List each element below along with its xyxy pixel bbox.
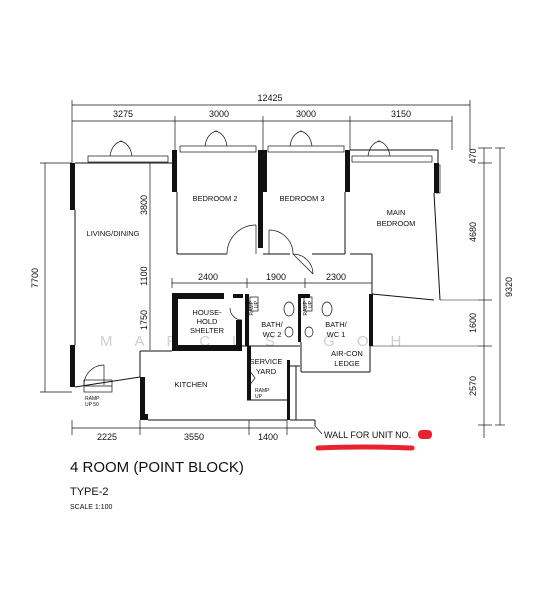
dim-left-inner-2: 1100 — [139, 266, 149, 285]
label-bath-wc1-1: BATH/ — [325, 320, 347, 329]
dim-top-4: 3150 — [391, 109, 411, 119]
title-block: 4 ROOM (POINT BLOCK) TYPE-2 SCALE 1:100 — [70, 459, 244, 511]
label-household-shelter-2: HOLD — [197, 317, 218, 326]
window-sashes — [109, 130, 391, 157]
doors — [83, 224, 314, 393]
redaction-mark — [418, 430, 432, 439]
dim-left-inner-1: 3800 — [139, 195, 149, 215]
dim-top-3: 3000 — [296, 109, 316, 119]
label-household-shelter-1: HOUSE- — [192, 308, 222, 317]
ramp-label-wc1-1: RAMP — [303, 300, 309, 315]
dim-overall-width: 12425 — [257, 93, 282, 103]
ramp-label-wc1-2: UP — [308, 300, 314, 308]
label-aircon-ledge-1: AIR-CON — [331, 349, 363, 358]
label-main-bedroom-2: BEDROOM — [377, 219, 416, 228]
dim-left-inner-3: 1750 — [139, 310, 149, 330]
ramp-label-wc2-2: UP — [254, 300, 260, 308]
label-service-yard-1: SERVICE — [250, 357, 283, 366]
dim-right-4: 2570 — [468, 376, 478, 396]
plan-type: TYPE-2 — [70, 486, 109, 498]
label-main-bedroom-1: MAIN — [387, 208, 406, 217]
ramp-label-yard-1: RAMP — [255, 388, 270, 394]
dim-top-2: 3000 — [209, 109, 229, 119]
dim-top-1: 3275 — [113, 109, 133, 119]
plan-title: 4 ROOM (POINT BLOCK) — [70, 459, 244, 476]
dimension-lines — [40, 100, 505, 438]
dim-left-height: 7700 — [30, 268, 40, 288]
label-bedroom-3: BEDROOM 3 — [279, 194, 324, 203]
label-kitchen: KITCHEN — [175, 380, 208, 389]
dim-bottom-3: 1400 — [258, 432, 278, 442]
label-household-shelter-3: SHELTER — [190, 326, 225, 335]
label-bedroom-2: BEDROOM 2 — [192, 194, 237, 203]
dim-mid-2: 1900 — [266, 272, 286, 282]
dim-right-1: 470 — [468, 148, 478, 163]
highlight-underline — [315, 444, 415, 451]
label-living-dining: LIVING/DINING — [87, 229, 140, 238]
dim-right-total: 9320 — [504, 277, 514, 297]
ramp-label-yard-2: UP — [255, 394, 263, 400]
label-bath-wc2-1: BATH/ — [261, 320, 283, 329]
dim-right-3: 1600 — [468, 313, 478, 333]
ramp-label-entry-1: RAMP — [85, 396, 100, 402]
sanitary-fixtures — [249, 296, 333, 338]
dim-bottom-1: 2225 — [97, 432, 117, 442]
floor-plan: MARCUS GOH — [30, 93, 514, 451]
dim-mid-3: 2300 — [326, 272, 346, 282]
plan-scale: SCALE 1:100 — [70, 504, 113, 511]
walls — [70, 150, 439, 420]
note-leader — [314, 425, 323, 435]
dim-bottom-2: 3550 — [184, 432, 204, 442]
label-bath-wc2-2: WC 2 — [263, 330, 282, 339]
partition-lines — [74, 149, 441, 426]
label-aircon-ledge-2: LEDGE — [334, 359, 359, 368]
ramp-label-wc2-1: RAMP — [249, 300, 255, 315]
wall-note: WALL FOR UNIT NO. — [324, 430, 411, 440]
ramp-label-entry-2: UP 50 — [85, 402, 99, 408]
windows — [87, 145, 441, 194]
dim-right-2: 4680 — [468, 222, 478, 242]
label-bath-wc1-2: WC 1 — [327, 330, 346, 339]
label-service-yard-2: YARD — [256, 367, 277, 376]
dim-mid-1: 2400 — [198, 272, 218, 282]
